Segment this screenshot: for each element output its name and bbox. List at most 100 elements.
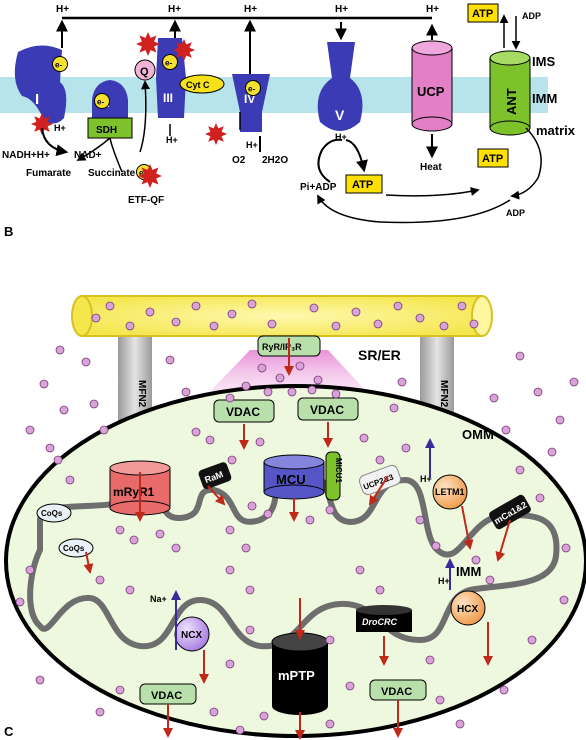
- proton-label-ci: H+: [54, 123, 66, 133]
- electron-0: [52, 56, 68, 72]
- ca-ion-54: [401, 443, 411, 453]
- atp-label-matrix: ATP: [482, 153, 503, 165]
- letm1-exchanger: [432, 474, 468, 510]
- ca-ion-91: [515, 465, 525, 475]
- ca-ion-38: [181, 387, 191, 397]
- electron-1: [94, 93, 110, 109]
- ca-ion-73: [355, 565, 365, 575]
- ca-ion-46: [569, 377, 579, 387]
- hcx-label: HCX: [457, 604, 478, 615]
- vdac-right-label: VDAC: [310, 403, 344, 417]
- ca-ion-69: [95, 575, 105, 585]
- ca-ion-36: [99, 425, 109, 435]
- ca-ion-32: [25, 425, 35, 435]
- nad-label: NAD+: [74, 150, 102, 161]
- ros-burst-0: [31, 113, 53, 135]
- ca-ion-78: [425, 655, 435, 665]
- complex-iv-label: IV: [244, 92, 255, 106]
- ant-label: ANT: [504, 88, 519, 115]
- electron-label-3: e-: [248, 85, 255, 94]
- ca-ion-11: [331, 321, 341, 331]
- pi-adp-label: Pi+ADP: [300, 182, 337, 193]
- ca-ion-72: [245, 585, 255, 595]
- proton-label-civ: H+: [246, 140, 258, 150]
- ca-ion-27: [241, 381, 251, 391]
- vdac-omm-right: VDAC: [297, 397, 359, 421]
- panel-c: MFN2 MFN2 SR/ER CoQs CoQs RyR/IP₃R VDAC: [4, 295, 586, 740]
- ca-ion-40: [515, 351, 525, 361]
- imm-label-c: IMM: [456, 564, 481, 579]
- ca-ion-9: [267, 319, 277, 329]
- coqs-bottom-label: CoQs: [63, 544, 85, 553]
- ros-burst-4: [138, 164, 162, 188]
- ca-ion-17: [457, 301, 467, 311]
- electron-label-2: e-: [165, 59, 172, 68]
- atp-box-synthase: [345, 174, 383, 194]
- ca-ion-48: [389, 403, 399, 413]
- ca-ion-37: [165, 355, 175, 365]
- hcx-exchanger: [450, 590, 486, 626]
- proton-label-top-1: H+: [168, 4, 181, 15]
- fumarate-label: Fumarate: [26, 168, 71, 179]
- adp-label-ims: ADP: [522, 11, 541, 21]
- ca-ion-30: [39, 379, 49, 389]
- ca-ion-65: [415, 515, 425, 525]
- ca-ion-63: [225, 525, 235, 535]
- ros-bursts: [31, 32, 227, 188]
- ca-ion-86: [435, 695, 445, 705]
- ca-ion-23: [263, 387, 273, 397]
- ca-ion-26: [331, 389, 341, 399]
- ca-ion-58: [325, 505, 335, 515]
- ca-ion-85: [235, 725, 245, 735]
- ca-ion-92: [535, 493, 545, 503]
- panel-letter-b: B: [4, 224, 13, 239]
- ram-channel: RaM: [198, 462, 232, 490]
- proton-label-top-4: H+: [426, 4, 439, 15]
- electron-carriers: e-e-e-e-e-: [52, 54, 261, 180]
- ca-ion-3: [145, 307, 155, 317]
- cytochrome-c: [179, 74, 225, 94]
- sr-er: [71, 295, 493, 337]
- proton-label-cv: H+: [335, 132, 347, 142]
- coqs-bottom: [58, 538, 94, 558]
- ca-ion-7: [227, 309, 237, 319]
- vdac-bottom-right: VDAC: [369, 679, 427, 701]
- drocrc-channel: [356, 605, 412, 632]
- inner-membrane-band: [0, 77, 548, 113]
- h-hcx-label: H+: [438, 576, 450, 586]
- vdac-bottom-left: VDAC: [139, 683, 197, 705]
- ca-ion-47: [397, 377, 407, 387]
- ca-ion-80: [259, 711, 269, 721]
- flux-arrow-6: [368, 475, 389, 506]
- ca-ion-94: [559, 595, 569, 605]
- atp-box-matrix: [477, 148, 509, 168]
- complex-v-label: V: [335, 107, 345, 123]
- cytc-label: Cyt C: [186, 80, 210, 90]
- ca-ion-57: [305, 515, 315, 525]
- ros-burst-1: [136, 32, 160, 56]
- ca-ion-42: [555, 415, 565, 425]
- succinate-label: Succinate: [88, 168, 136, 179]
- ca-ion-96: [35, 675, 45, 685]
- ca-ion-52: [359, 433, 369, 443]
- mcu-channel: [263, 454, 325, 500]
- letm1-label: LETM1: [435, 487, 465, 497]
- ucp-label: UCP: [417, 84, 445, 99]
- ca-ion-0: [91, 313, 101, 323]
- q-label: Q: [140, 66, 149, 78]
- ca-ion-49: [205, 435, 215, 445]
- ca-ion-45: [547, 447, 557, 457]
- ca-ion-41: [533, 387, 543, 397]
- etfqf-label: ETF-QF: [128, 195, 164, 206]
- ca-ion-70: [125, 585, 135, 595]
- vdac-omm-left: VDAC: [213, 399, 275, 423]
- mptp-label: mPTP: [278, 668, 315, 683]
- proton-label-ciii: H+: [166, 135, 178, 145]
- ca-ion-68: [485, 575, 495, 585]
- imm-label: IMM: [532, 91, 557, 106]
- ca-ion-62: [171, 543, 181, 553]
- sr-er-label: SR/ER: [358, 347, 401, 363]
- ca-ion-8: [247, 299, 257, 309]
- ca-ion-10: [309, 303, 319, 313]
